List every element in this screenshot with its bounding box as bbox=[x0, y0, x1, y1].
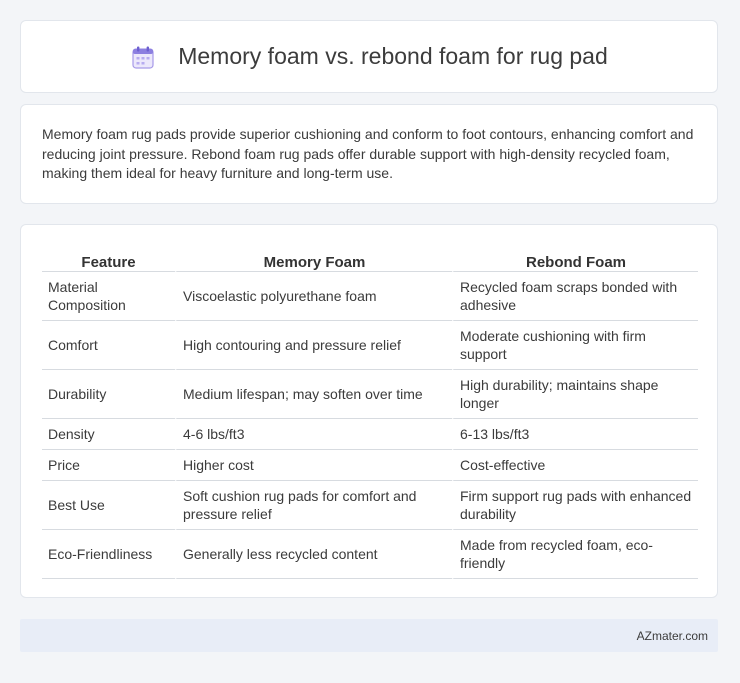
memory-foam-cell: Higher cost bbox=[175, 450, 452, 481]
intro-card: Memory foam rug pads provide superior cu… bbox=[20, 104, 718, 204]
memory-foam-cell: Soft cushion rug pads for comfort and pr… bbox=[175, 481, 452, 530]
rebond-foam-cell: Moderate cushioning with firm support bbox=[452, 321, 698, 370]
column-header-rebond-foam: Rebond Foam bbox=[452, 245, 698, 272]
table-row: Price Higher cost Cost-effective bbox=[42, 450, 698, 481]
feature-cell: Comfort bbox=[42, 321, 175, 370]
rebond-foam-cell: Firm support rug pads with enhanced dura… bbox=[452, 481, 698, 530]
calendar-icon bbox=[132, 46, 154, 69]
intro-text: Memory foam rug pads provide superior cu… bbox=[42, 126, 694, 181]
table-header-row: Feature Memory Foam Rebond Foam bbox=[42, 245, 698, 272]
memory-foam-cell: 4-6 lbs/ft3 bbox=[175, 419, 452, 450]
footer-bar: AZmater.com bbox=[20, 619, 718, 652]
comparison-table: Feature Memory Foam Rebond Foam Material… bbox=[42, 245, 698, 579]
rebond-foam-cell: 6-13 lbs/ft3 bbox=[452, 419, 698, 450]
rebond-foam-cell: Made from recycled foam, eco-friendly bbox=[452, 530, 698, 579]
memory-foam-cell: High contouring and pressure relief bbox=[175, 321, 452, 370]
feature-cell: Density bbox=[42, 419, 175, 450]
table-row: Density 4-6 lbs/ft3 6-13 lbs/ft3 bbox=[42, 419, 698, 450]
feature-cell: Durability bbox=[42, 370, 175, 419]
footer-brand: AZmater.com bbox=[636, 628, 708, 643]
rebond-foam-cell: Cost-effective bbox=[452, 450, 698, 481]
rebond-foam-cell: Recycled foam scraps bonded with adhesiv… bbox=[452, 272, 698, 321]
rebond-foam-cell: High durability; maintains shape longer bbox=[452, 370, 698, 419]
feature-cell: Best Use bbox=[42, 481, 175, 530]
table-row: Comfort High contouring and pressure rel… bbox=[42, 321, 698, 370]
feature-cell: Material Composition bbox=[42, 272, 175, 321]
page-title: Memory foam vs. rebond foam for rug pad bbox=[178, 43, 608, 69]
table-row: Eco-Friendliness Generally less recycled… bbox=[42, 530, 698, 579]
table-row: Durability Medium lifespan; may soften o… bbox=[42, 370, 698, 419]
feature-cell: Price bbox=[42, 450, 175, 481]
memory-foam-cell: Viscoelastic polyurethane foam bbox=[175, 272, 452, 321]
memory-foam-cell: Medium lifespan; may soften over time bbox=[175, 370, 452, 419]
feature-cell: Eco-Friendliness bbox=[42, 530, 175, 579]
title-card: Memory foam vs. rebond foam for rug pad bbox=[20, 20, 718, 93]
table-row: Best Use Soft cushion rug pads for comfo… bbox=[42, 481, 698, 530]
column-header-memory-foam: Memory Foam bbox=[175, 245, 452, 272]
title-wrap: Memory foam vs. rebond foam for rug pad bbox=[130, 43, 608, 70]
table-row: Material Composition Viscoelastic polyur… bbox=[42, 272, 698, 321]
comparison-card: Feature Memory Foam Rebond Foam Material… bbox=[20, 224, 718, 598]
column-header-feature: Feature bbox=[42, 245, 175, 272]
memory-foam-cell: Generally less recycled content bbox=[175, 530, 452, 579]
